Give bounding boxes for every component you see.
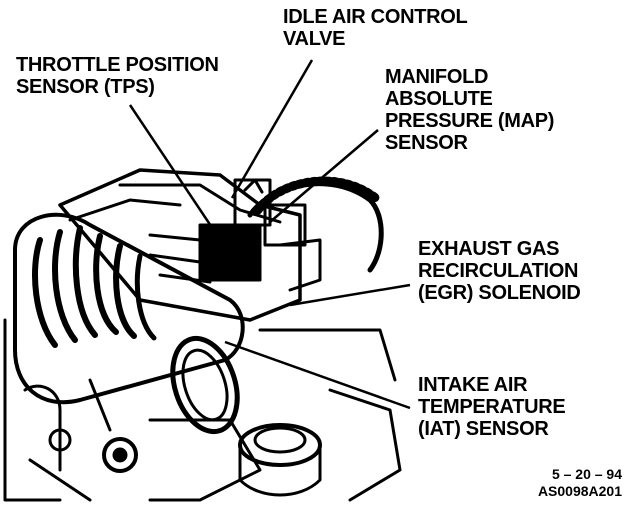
- figure-date: 5 – 20 – 94: [551, 466, 622, 482]
- leader-line-map: [269, 129, 379, 223]
- leader-line-egr: [289, 283, 411, 307]
- egr-line-1: EXHAUST GAS: [418, 238, 560, 260]
- egr-line-2: RECIRCULATION: [418, 260, 579, 282]
- map-line-4: SENSOR: [385, 132, 468, 154]
- tps-line-1: THROTTLE POSITION: [16, 54, 219, 76]
- idle-air-line-1: IDLE AIR CONTROL: [283, 6, 468, 28]
- throttle-position-sensor-label: THROTTLE POSITION SENSOR (TPS): [16, 54, 219, 98]
- map-line-1: MANIFOLD: [385, 66, 489, 88]
- map-sensor-label: MANIFOLD ABSOLUTE PRESSURE (MAP) SENSOR: [385, 66, 554, 154]
- figure-code: AS0098A201: [537, 483, 622, 499]
- engine-block: [3, 318, 402, 502]
- leader-line-idle-air: [230, 59, 314, 199]
- map-line-3: PRESSURE (MAP): [385, 110, 555, 132]
- toothed-ring: [247, 176, 384, 273]
- iat-line-1: INTAKE AIR: [418, 374, 528, 396]
- idle-air-control-valve-label: IDLE AIR CONTROL VALVE: [283, 6, 468, 50]
- leader-line-iat: [224, 340, 411, 410]
- figure-date-code: 5 – 20 – 94 AS0098A201: [538, 466, 622, 500]
- iat-sensor-label: INTAKE AIR TEMPERATURE (IAT) SENSOR: [418, 374, 566, 440]
- egr-solenoid-label: EXHAUST GAS RECIRCULATION (EGR) SOLENOID: [418, 238, 581, 304]
- leader-line-tps: [128, 104, 227, 248]
- iat-line-2: TEMPERATURE: [418, 396, 566, 418]
- intake-manifold: [58, 168, 322, 322]
- iat-line-3: (IAT) SENSOR: [418, 418, 549, 440]
- map-line-2: ABSOLUTE: [385, 88, 493, 110]
- leader-lines: [128, 59, 411, 410]
- tps-line-2: SENSOR (TPS): [16, 76, 155, 98]
- air-intake-duct: [13, 212, 245, 435]
- idle-air-line-2: VALVE: [283, 28, 346, 50]
- engine-illustration: [3, 168, 402, 502]
- egr-line-3: (EGR) SOLENOID: [418, 282, 581, 304]
